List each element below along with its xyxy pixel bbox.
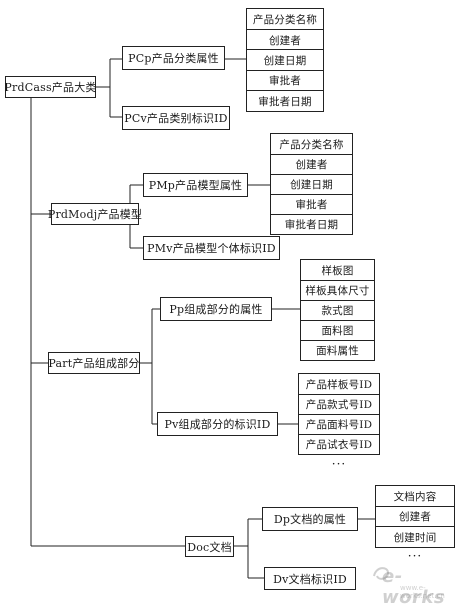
doc-id-node: Dv文档标识ID <box>264 567 356 590</box>
part-attribute-node: Pp组成部分的属性 <box>160 297 272 321</box>
attribute-item: 创建日期 <box>246 49 324 71</box>
ellipsis: ··· <box>407 549 423 563</box>
attribute-item: 款式图 <box>300 300 375 321</box>
watermark-subtext: www.e-works.net.cn <box>400 584 445 600</box>
attribute-item: 产品分类名称 <box>246 8 324 30</box>
attribute-item: 审批者日期 <box>270 214 353 235</box>
prdcass-id-node: PCv产品类别标识ID <box>122 106 230 130</box>
doc-node: Doc文档 <box>185 536 234 557</box>
part-node: Part产品组成部分 <box>48 352 140 374</box>
prdmod-attribute-node: PMp产品模型属性 <box>143 173 248 197</box>
ellipsis: ··· <box>331 457 347 471</box>
e-works-watermark: e-works www.e-works.net.cn <box>370 560 460 608</box>
attribute-item: 文档内容 <box>375 485 455 507</box>
prdcass-attribute-node: PCp产品分类属性 <box>122 46 225 70</box>
attribute-item: 创建日期 <box>270 174 353 195</box>
doc-attribute-node: Dp文档的属性 <box>262 507 358 531</box>
attribute-item: 审批者 <box>270 194 353 215</box>
attribute-item: 审批者 <box>246 70 324 91</box>
attribute-item: 创建时间 <box>375 526 455 548</box>
attribute-item: 创建者 <box>270 154 353 175</box>
prdcass-node: PrdCass产品大类 <box>4 76 96 98</box>
id-item: 产品样板号ID <box>298 373 380 395</box>
swirl-icon <box>373 567 390 580</box>
attribute-item: 创建者 <box>375 506 455 527</box>
prdmod-id-node: PMv产品模型个体标识ID <box>143 236 280 260</box>
prdmod-node: PrdModj产品模型 <box>48 203 142 225</box>
attribute-item: 面料图 <box>300 320 375 341</box>
part-id-node: Pv组成部分的标识ID <box>157 412 278 436</box>
attribute-item: 创建者 <box>246 29 324 51</box>
attribute-item: 产品分类名称 <box>270 133 353 155</box>
attribute-item: 样板图 <box>300 259 375 281</box>
id-item: 产品面料号ID <box>298 414 380 435</box>
id-item: 产品款式号ID <box>298 394 380 415</box>
attribute-item: 样板具体尺寸 <box>300 280 375 301</box>
id-item: 产品试衣号ID <box>298 434 380 455</box>
attribute-item: 面料属性 <box>300 340 375 361</box>
attribute-item: 审批者日期 <box>246 90 324 112</box>
